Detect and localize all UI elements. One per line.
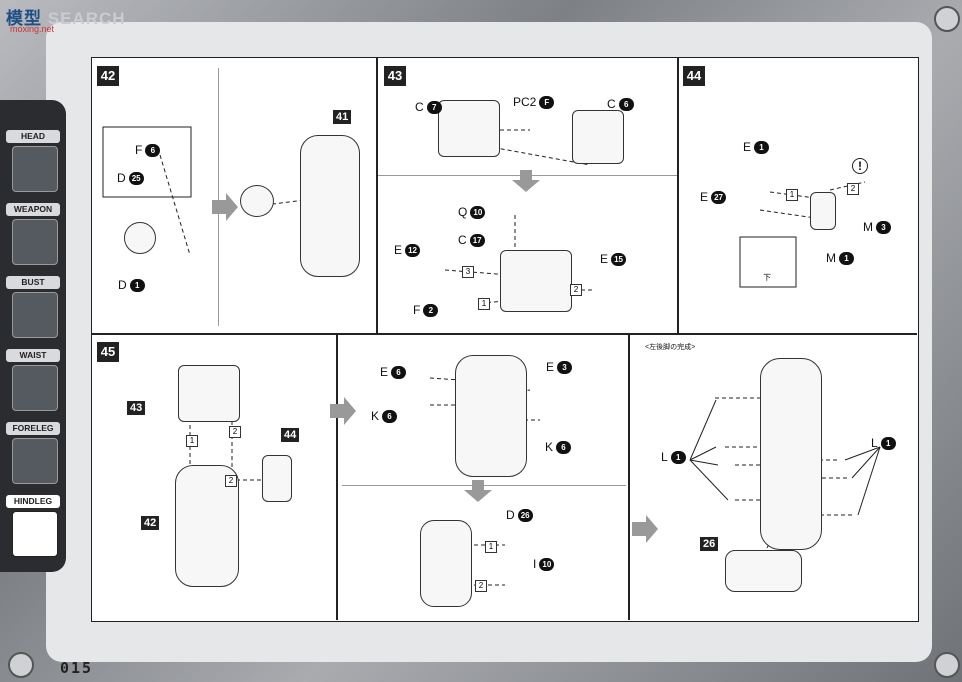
subpanel-divider xyxy=(218,68,219,326)
sidebar-item-label: FORELEG xyxy=(6,422,60,435)
page-number: 015 xyxy=(60,659,94,677)
order-marker: 1 xyxy=(786,189,798,201)
sidebar-item-foreleg[interactable]: FORELEG xyxy=(4,422,62,484)
panel-divider xyxy=(91,333,917,335)
watermark-url: moxing.net xyxy=(10,24,55,34)
completed-hindleg xyxy=(760,358,822,550)
hip-block xyxy=(500,250,572,312)
sidebar: HEAD WEAPON BUST WAIST FORELEG HINDLEG xyxy=(0,100,66,572)
order-marker: 1 xyxy=(485,541,497,553)
order-marker: 2 xyxy=(229,426,241,438)
panel-divider xyxy=(376,57,378,334)
order-marker: 3 xyxy=(462,266,474,278)
panel-divider xyxy=(336,333,338,620)
body-part-c7 xyxy=(438,100,500,157)
joint-part-44 xyxy=(262,455,292,502)
sidebar-item-label: HEAD xyxy=(6,130,60,143)
part-tag: 41 xyxy=(333,110,352,124)
sidebar-item-bust[interactable]: BUST xyxy=(4,276,62,338)
sidebar-item-waist[interactable]: WAIST xyxy=(4,349,62,411)
panel-divider xyxy=(677,57,679,334)
sidebar-item-label: HINDLEG xyxy=(6,495,60,508)
panel-divider xyxy=(628,333,630,620)
foot-part-26 xyxy=(725,550,802,592)
order-marker: 1 xyxy=(478,298,490,310)
order-marker: 1 xyxy=(186,435,198,447)
foot-assembly xyxy=(420,520,472,607)
joint-part xyxy=(240,185,274,217)
order-marker: 2 xyxy=(847,183,859,195)
step-number: 43 xyxy=(384,66,406,86)
bust-icon xyxy=(12,292,58,338)
sidebar-item-head[interactable]: HEAD xyxy=(4,130,62,192)
direction-note: 下 xyxy=(763,273,771,282)
corner-bolt-icon xyxy=(8,652,34,678)
watermark-logo: 模型 SEARCH xyxy=(6,9,126,28)
sidebar-item-hindleg[interactable]: HINDLEG xyxy=(4,495,62,557)
weapon-icon xyxy=(12,219,58,265)
joint-part-m1 xyxy=(810,192,836,230)
step-number: 45 xyxy=(97,342,119,362)
step-number: 44 xyxy=(683,66,705,86)
waist-icon xyxy=(12,365,58,411)
head-icon xyxy=(12,146,58,192)
order-marker: 2 xyxy=(225,475,237,487)
hindleg-icon xyxy=(12,511,58,557)
part-tag: 43 xyxy=(127,401,146,415)
body-part-c6 xyxy=(572,110,624,164)
sidebar-item-label: BUST xyxy=(6,276,60,289)
leg-part-41 xyxy=(300,135,360,277)
order-marker: 2 xyxy=(475,580,487,592)
order-marker: 2 xyxy=(570,284,582,296)
hip-part-43 xyxy=(178,365,240,422)
completion-caption: <左後脚の完成> xyxy=(645,344,696,351)
sidebar-item-label: WEAPON xyxy=(6,203,60,216)
joint-part-d1 xyxy=(124,222,156,254)
sidebar-item-weapon[interactable]: WEAPON xyxy=(4,203,62,265)
leg-assembly xyxy=(455,355,527,477)
sidebar-item-label: WAIST xyxy=(6,349,60,362)
part-tag: 26 xyxy=(700,537,719,551)
step-number: 42 xyxy=(97,66,119,86)
warning-icon: ! xyxy=(852,158,868,174)
part-tag: 44 xyxy=(281,428,300,442)
corner-bolt-icon xyxy=(934,6,960,32)
foreleg-icon xyxy=(12,438,58,484)
corner-bolt-icon xyxy=(934,652,960,678)
part-tag: 42 xyxy=(141,516,160,530)
